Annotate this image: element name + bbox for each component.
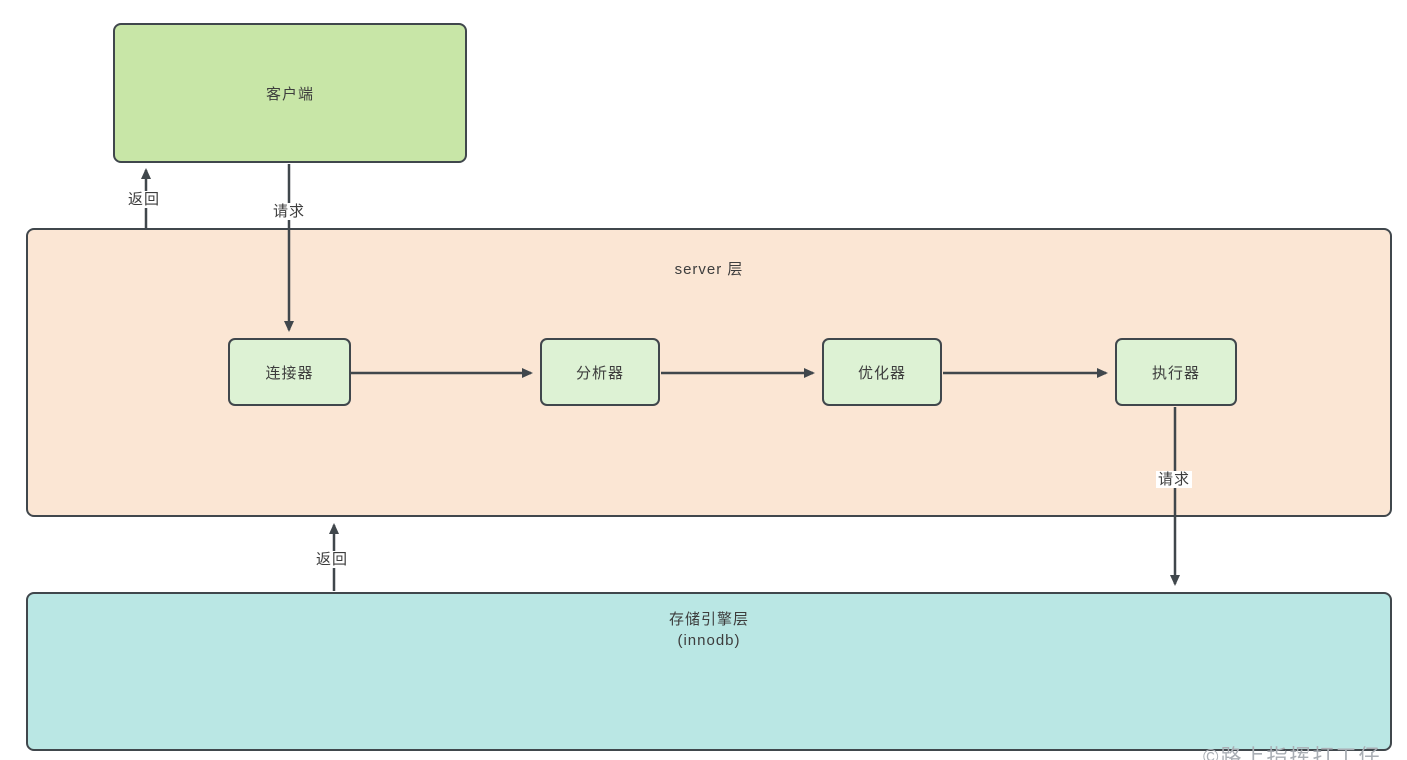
watermark-text: ©路上指挥打工仔 — [1203, 746, 1382, 760]
node-analyzer-label: 分析器 — [575, 364, 624, 382]
node-storage-engine-layer: 存储引擎层 (innodb) — [26, 592, 1392, 751]
node-optimizer: 优化器 — [822, 338, 942, 406]
node-analyzer: 分析器 — [540, 338, 660, 406]
node-client-label: 客户端 — [265, 85, 314, 103]
edge-label-return-to-server: 返回 — [314, 551, 351, 568]
node-client: 客户端 — [113, 23, 467, 163]
node-executor-label: 执行器 — [1151, 364, 1200, 382]
node-connector-label: 连接器 — [265, 364, 314, 382]
storage-layer-label-line2: (innodb) — [677, 632, 741, 649]
node-optimizer-label: 优化器 — [857, 364, 906, 382]
edge-label-request-to-server: 请求 — [271, 203, 308, 220]
server-layer-label: server 层 — [674, 261, 744, 278]
storage-layer-label: 存储引擎层 (innodb) — [28, 594, 1390, 651]
node-executor: 执行器 — [1115, 338, 1237, 406]
storage-layer-label-line1: 存储引擎层 — [668, 611, 749, 628]
edge-label-return-to-client: 返回 — [126, 191, 163, 208]
edge-label-request-to-storage: 请求 — [1156, 471, 1193, 488]
node-connector: 连接器 — [228, 338, 351, 406]
